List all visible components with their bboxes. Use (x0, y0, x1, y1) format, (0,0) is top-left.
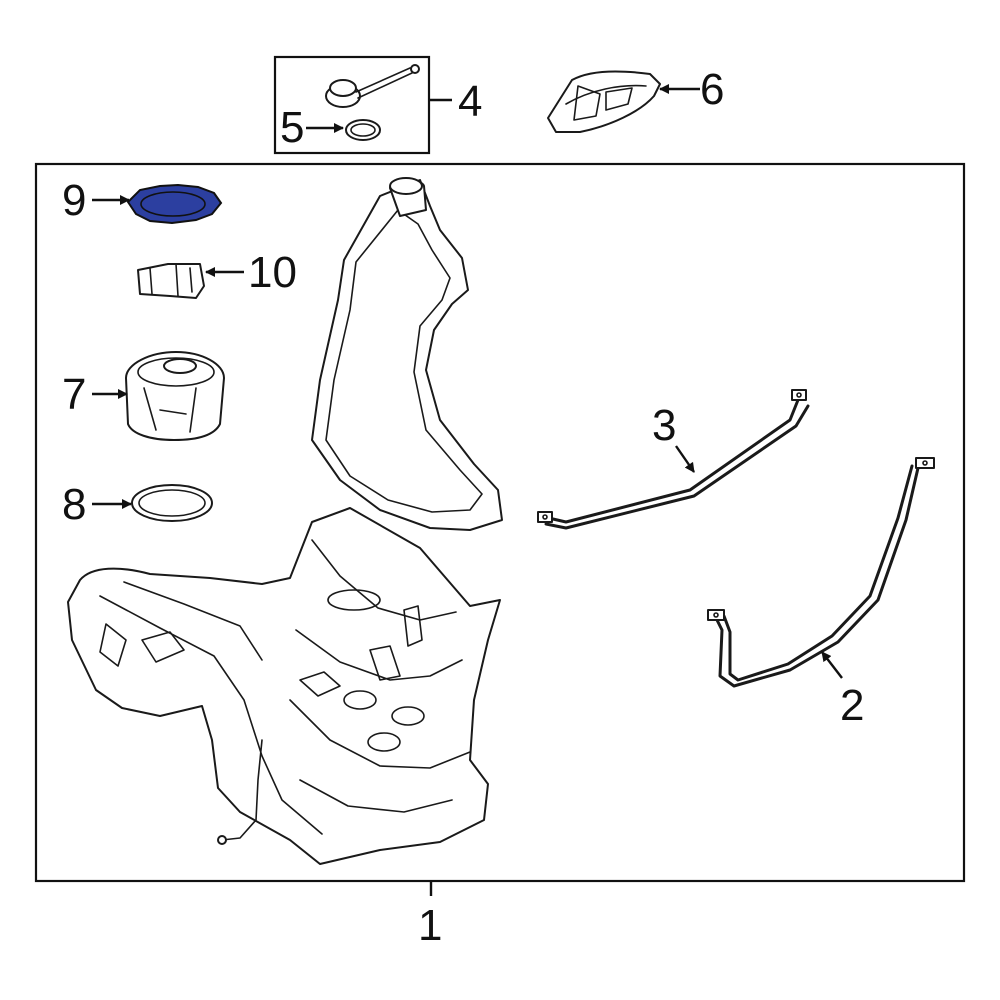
callout-7: 7 (62, 370, 86, 419)
callout-2: 2 (840, 681, 864, 730)
part-3-upper-tank-strap[interactable] (537, 389, 810, 530)
callout-4: 4 (458, 77, 482, 126)
part-10-sensor-connector[interactable] (137, 263, 205, 299)
callout-10: 10 (248, 248, 297, 297)
callout-3: 3 (652, 401, 676, 450)
part-5-seal-ring[interactable] (345, 119, 381, 141)
callout-5: 5 (280, 103, 304, 152)
main-assembly-frame (34, 162, 966, 883)
part-7-fuel-pump-module[interactable] (125, 351, 225, 441)
sub-assembly-frame (273, 55, 431, 155)
callout-1: 1 (418, 901, 442, 950)
part-4-filler-cap[interactable] (325, 64, 420, 108)
part-9-lock-ring-highlighted[interactable] (126, 183, 223, 225)
callout-8: 8 (62, 480, 86, 529)
part-8-o-ring[interactable] (131, 484, 213, 522)
callout-6: 6 (700, 65, 724, 114)
part-6-cover-plate[interactable] (547, 70, 661, 133)
part-2-lower-tank-strap[interactable] (707, 457, 935, 688)
callout-9: 9 (62, 176, 86, 225)
part-1-fuel-tank[interactable] (67, 177, 503, 865)
leader-2 (821, 651, 843, 679)
leader-3 (675, 445, 695, 473)
